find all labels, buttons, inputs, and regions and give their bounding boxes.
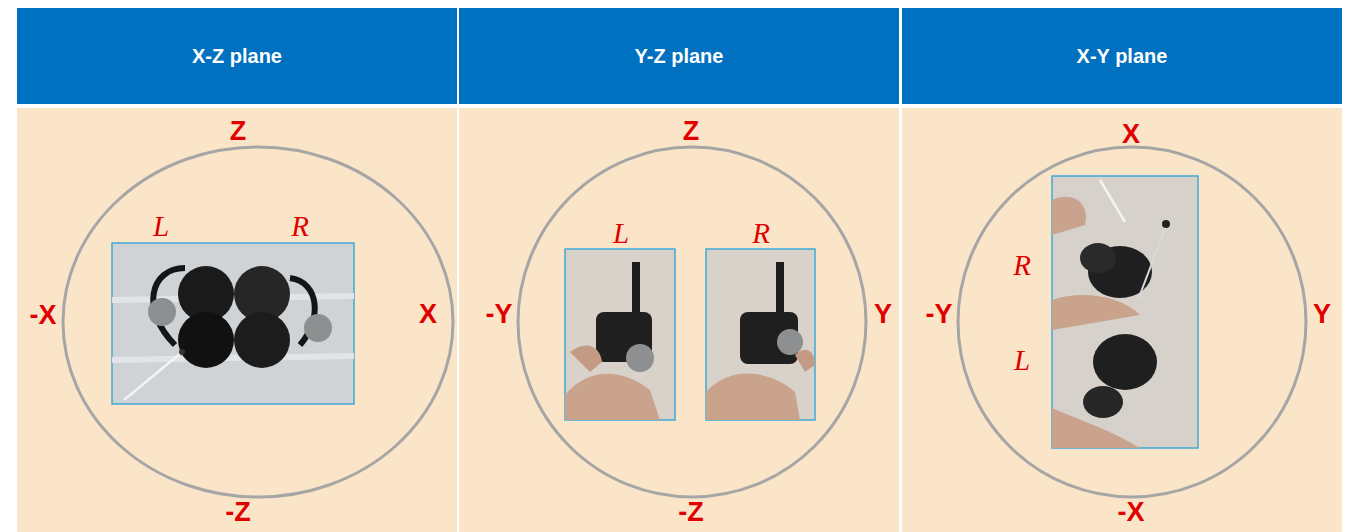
axis-label: X	[419, 299, 437, 330]
axis-label: Y	[1313, 299, 1331, 330]
earbud-photo	[565, 249, 675, 420]
side-label: R	[752, 217, 770, 250]
header-cell: X-Y plane	[902, 8, 1342, 104]
side-label: L	[1014, 344, 1030, 377]
axis-label: -Z	[225, 497, 250, 528]
axis-label: -Y	[926, 299, 953, 330]
axis-label: -X	[1118, 497, 1145, 528]
axis-label: Z	[230, 116, 247, 147]
side-label: R	[291, 210, 309, 243]
earbud-photo	[112, 243, 354, 404]
side-label: L	[153, 210, 169, 243]
axis-label: Z	[683, 116, 700, 147]
panel-ground	[17, 108, 457, 532]
axis-label: -Y	[486, 299, 513, 330]
axis-label: -Z	[678, 497, 703, 528]
header-title: X-Y plane	[1077, 45, 1168, 68]
axis-circle	[958, 147, 1306, 497]
axis-label: X	[1122, 119, 1140, 150]
header-cell: Y-Z plane	[459, 8, 899, 104]
panel-ground	[902, 108, 1342, 532]
axis-label: Y	[874, 299, 892, 330]
axis-circle	[518, 147, 866, 497]
side-label: R	[1013, 249, 1031, 282]
side-label: L	[613, 217, 629, 250]
axis-circle	[63, 147, 453, 497]
earbud-photo	[706, 249, 815, 420]
earbud-photo	[1052, 176, 1198, 448]
header-title: Y-Z plane	[635, 45, 724, 68]
header-title: X-Z plane	[192, 45, 282, 68]
header-cell: X-Z plane	[17, 8, 457, 104]
axis-label: -X	[30, 300, 57, 331]
panel-ground	[459, 108, 899, 532]
